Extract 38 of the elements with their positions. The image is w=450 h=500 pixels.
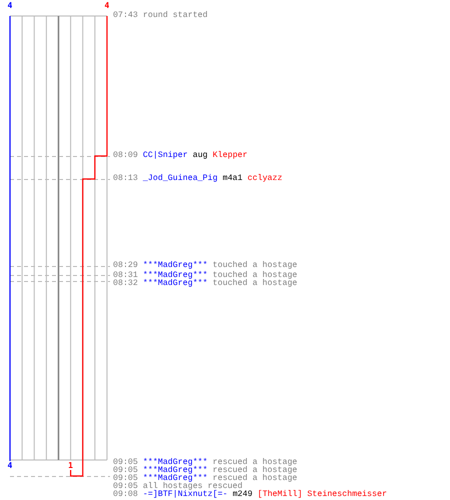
- player-count: 1: [68, 462, 73, 470]
- player-name: ***MadGreg***: [142, 271, 208, 280]
- event-text: touched a hostage: [212, 261, 298, 270]
- timestamp: 08:31: [113, 271, 138, 280]
- event-text: rescued a hostage: [212, 466, 298, 475]
- event-text: touched a hostage: [212, 279, 298, 288]
- player-name: cclyazz: [248, 174, 282, 183]
- player-name: -=]BTF|Nixnutz[=-: [142, 490, 228, 499]
- timestamp: 09:05: [113, 466, 138, 475]
- player-name: ***MadGreg***: [142, 458, 208, 467]
- event-text: rescued a hostage: [212, 474, 298, 483]
- timestamp: 09:05: [113, 482, 138, 491]
- timestamp: 08:32: [113, 279, 138, 288]
- timestamp: 08:09: [113, 151, 138, 160]
- weapon-name: m4a1: [222, 174, 243, 183]
- player-count: 4: [104, 2, 110, 10]
- player-count: 4: [8, 462, 12, 470]
- weapon-name: m249: [232, 490, 252, 499]
- player-name: _Jod_Guinea_Pig: [142, 174, 218, 183]
- event-text: touched a hostage: [212, 271, 298, 280]
- timestamp: 09:05: [113, 474, 138, 483]
- player-name: [TheMill] Steineschmeisser: [257, 490, 387, 499]
- weapon-name: aug: [192, 151, 208, 160]
- event-text: round started: [142, 11, 208, 20]
- player-name: ***MadGreg***: [142, 466, 208, 475]
- timestamp: 08:29: [113, 261, 138, 270]
- event-text: all hostages rescued: [142, 482, 242, 491]
- player-name: ***MadGreg***: [142, 279, 208, 288]
- player-name: CC|Sniper: [142, 151, 188, 160]
- timestamp: 09:08: [113, 490, 138, 499]
- timestamp: 07:43: [113, 11, 138, 20]
- timestamp: 09:05: [113, 458, 138, 467]
- player-name: ***MadGreg***: [142, 261, 208, 270]
- player-name: ***MadGreg***: [142, 474, 208, 483]
- timestamp: 08:13: [113, 174, 138, 183]
- event-text: rescued a hostage: [212, 458, 298, 467]
- player-name: Klepper: [212, 151, 248, 160]
- player-count: 4: [8, 2, 12, 10]
